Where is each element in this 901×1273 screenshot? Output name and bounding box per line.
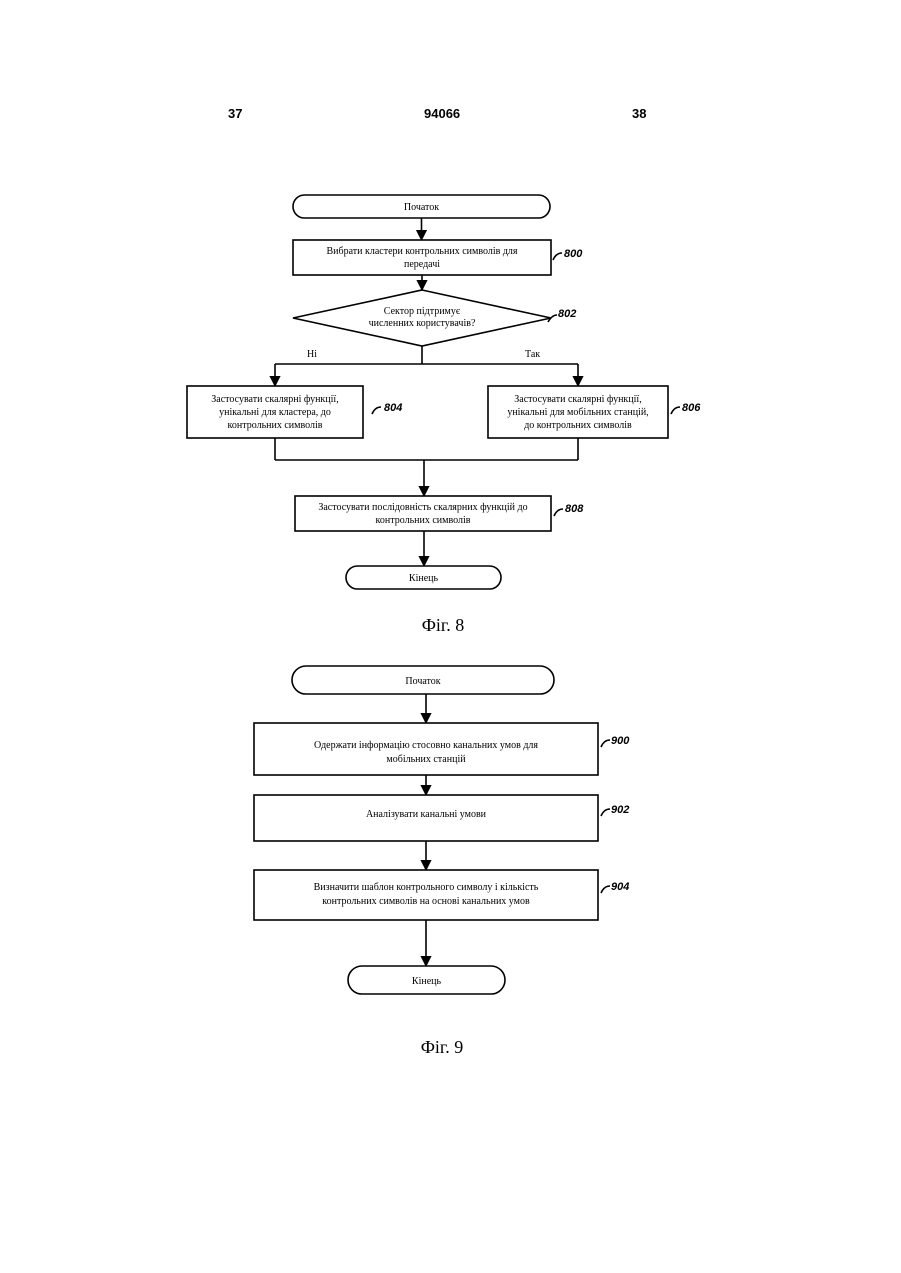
fig8-branch-yes: Так <box>525 349 540 360</box>
fig8-step-806-line3: до контрольних символів <box>524 420 632 431</box>
fig8-ref-800: 800 <box>564 248 583 260</box>
fig8-step-808-line2: контрольних символів <box>376 515 471 526</box>
fig8-branch-no: Ні <box>307 349 317 360</box>
fig8-ref-808-leader <box>554 509 563 516</box>
fig9-start-label: Початок <box>405 676 440 687</box>
fig8-start-label: Початок <box>404 202 439 213</box>
fig8-step-804-line2: унікальні для кластера, до <box>219 407 331 418</box>
fig8-ref-806-leader <box>671 407 680 414</box>
fig9-step-904-line1: Визначити шаблон контрольного символу і … <box>314 882 539 893</box>
fig8-end-label: Кінець <box>409 573 439 584</box>
fig9-ref-902: 902 <box>611 804 629 816</box>
fig8-ref-802: 802 <box>558 308 576 320</box>
fig8-step-800-line1: Вибрати кластери контрольних символів дл… <box>326 246 517 257</box>
fig9-ref-902-leader <box>601 809 610 816</box>
fig9-step-900-line1: Одержати інформацію стосовно канальних у… <box>314 740 538 751</box>
fig9-ref-904-leader <box>601 886 610 893</box>
fig9-step-904-line2: контрольних символів на основі канальних… <box>322 896 530 907</box>
fig8-decision-802-line1: Сектор підтримує <box>384 306 461 317</box>
fig8-ref-804: 804 <box>384 402 402 414</box>
fig9-step-904-box <box>254 870 598 920</box>
fig8-caption: Фіг. 8 <box>422 615 465 635</box>
fig8-ref-808: 808 <box>565 503 584 515</box>
fig8-decision-802-line2: численних користувачів? <box>369 318 476 329</box>
fig8-ref-804-leader <box>372 407 381 414</box>
fig9-end-label: Кінець <box>412 976 442 987</box>
fig9-ref-904: 904 <box>611 881 629 893</box>
fig8-step-804-line3: контрольних символів <box>228 420 323 431</box>
fig8-step-804-line1: Застосувати скалярні функції, <box>211 394 338 405</box>
fig9-caption: Фіг. 9 <box>421 1037 464 1057</box>
figure-9: Початок Одержати інформацію стосовно кан… <box>254 666 630 1057</box>
fig8-step-808-line1: Застосувати послідовність скалярних функ… <box>318 502 527 513</box>
fig8-step-806-line2: унікальні для мобільних станцій, <box>507 407 648 418</box>
fig8-step-806-line1: Застосувати скалярні функції, <box>514 394 641 405</box>
figure-8: Початок Вибрати кластери контрольних сим… <box>187 195 701 635</box>
fig9-step-902-line1: Аналізувати канальні умови <box>366 809 487 820</box>
fig9-ref-900-leader <box>601 740 610 747</box>
fig9-step-900-line2: мобільних станцій <box>386 754 466 765</box>
fig8-step-800-line2: передачі <box>404 259 440 270</box>
fig9-ref-900: 900 <box>611 735 630 747</box>
fig8-ref-800-leader <box>553 253 562 260</box>
fig8-ref-806: 806 <box>682 402 701 414</box>
